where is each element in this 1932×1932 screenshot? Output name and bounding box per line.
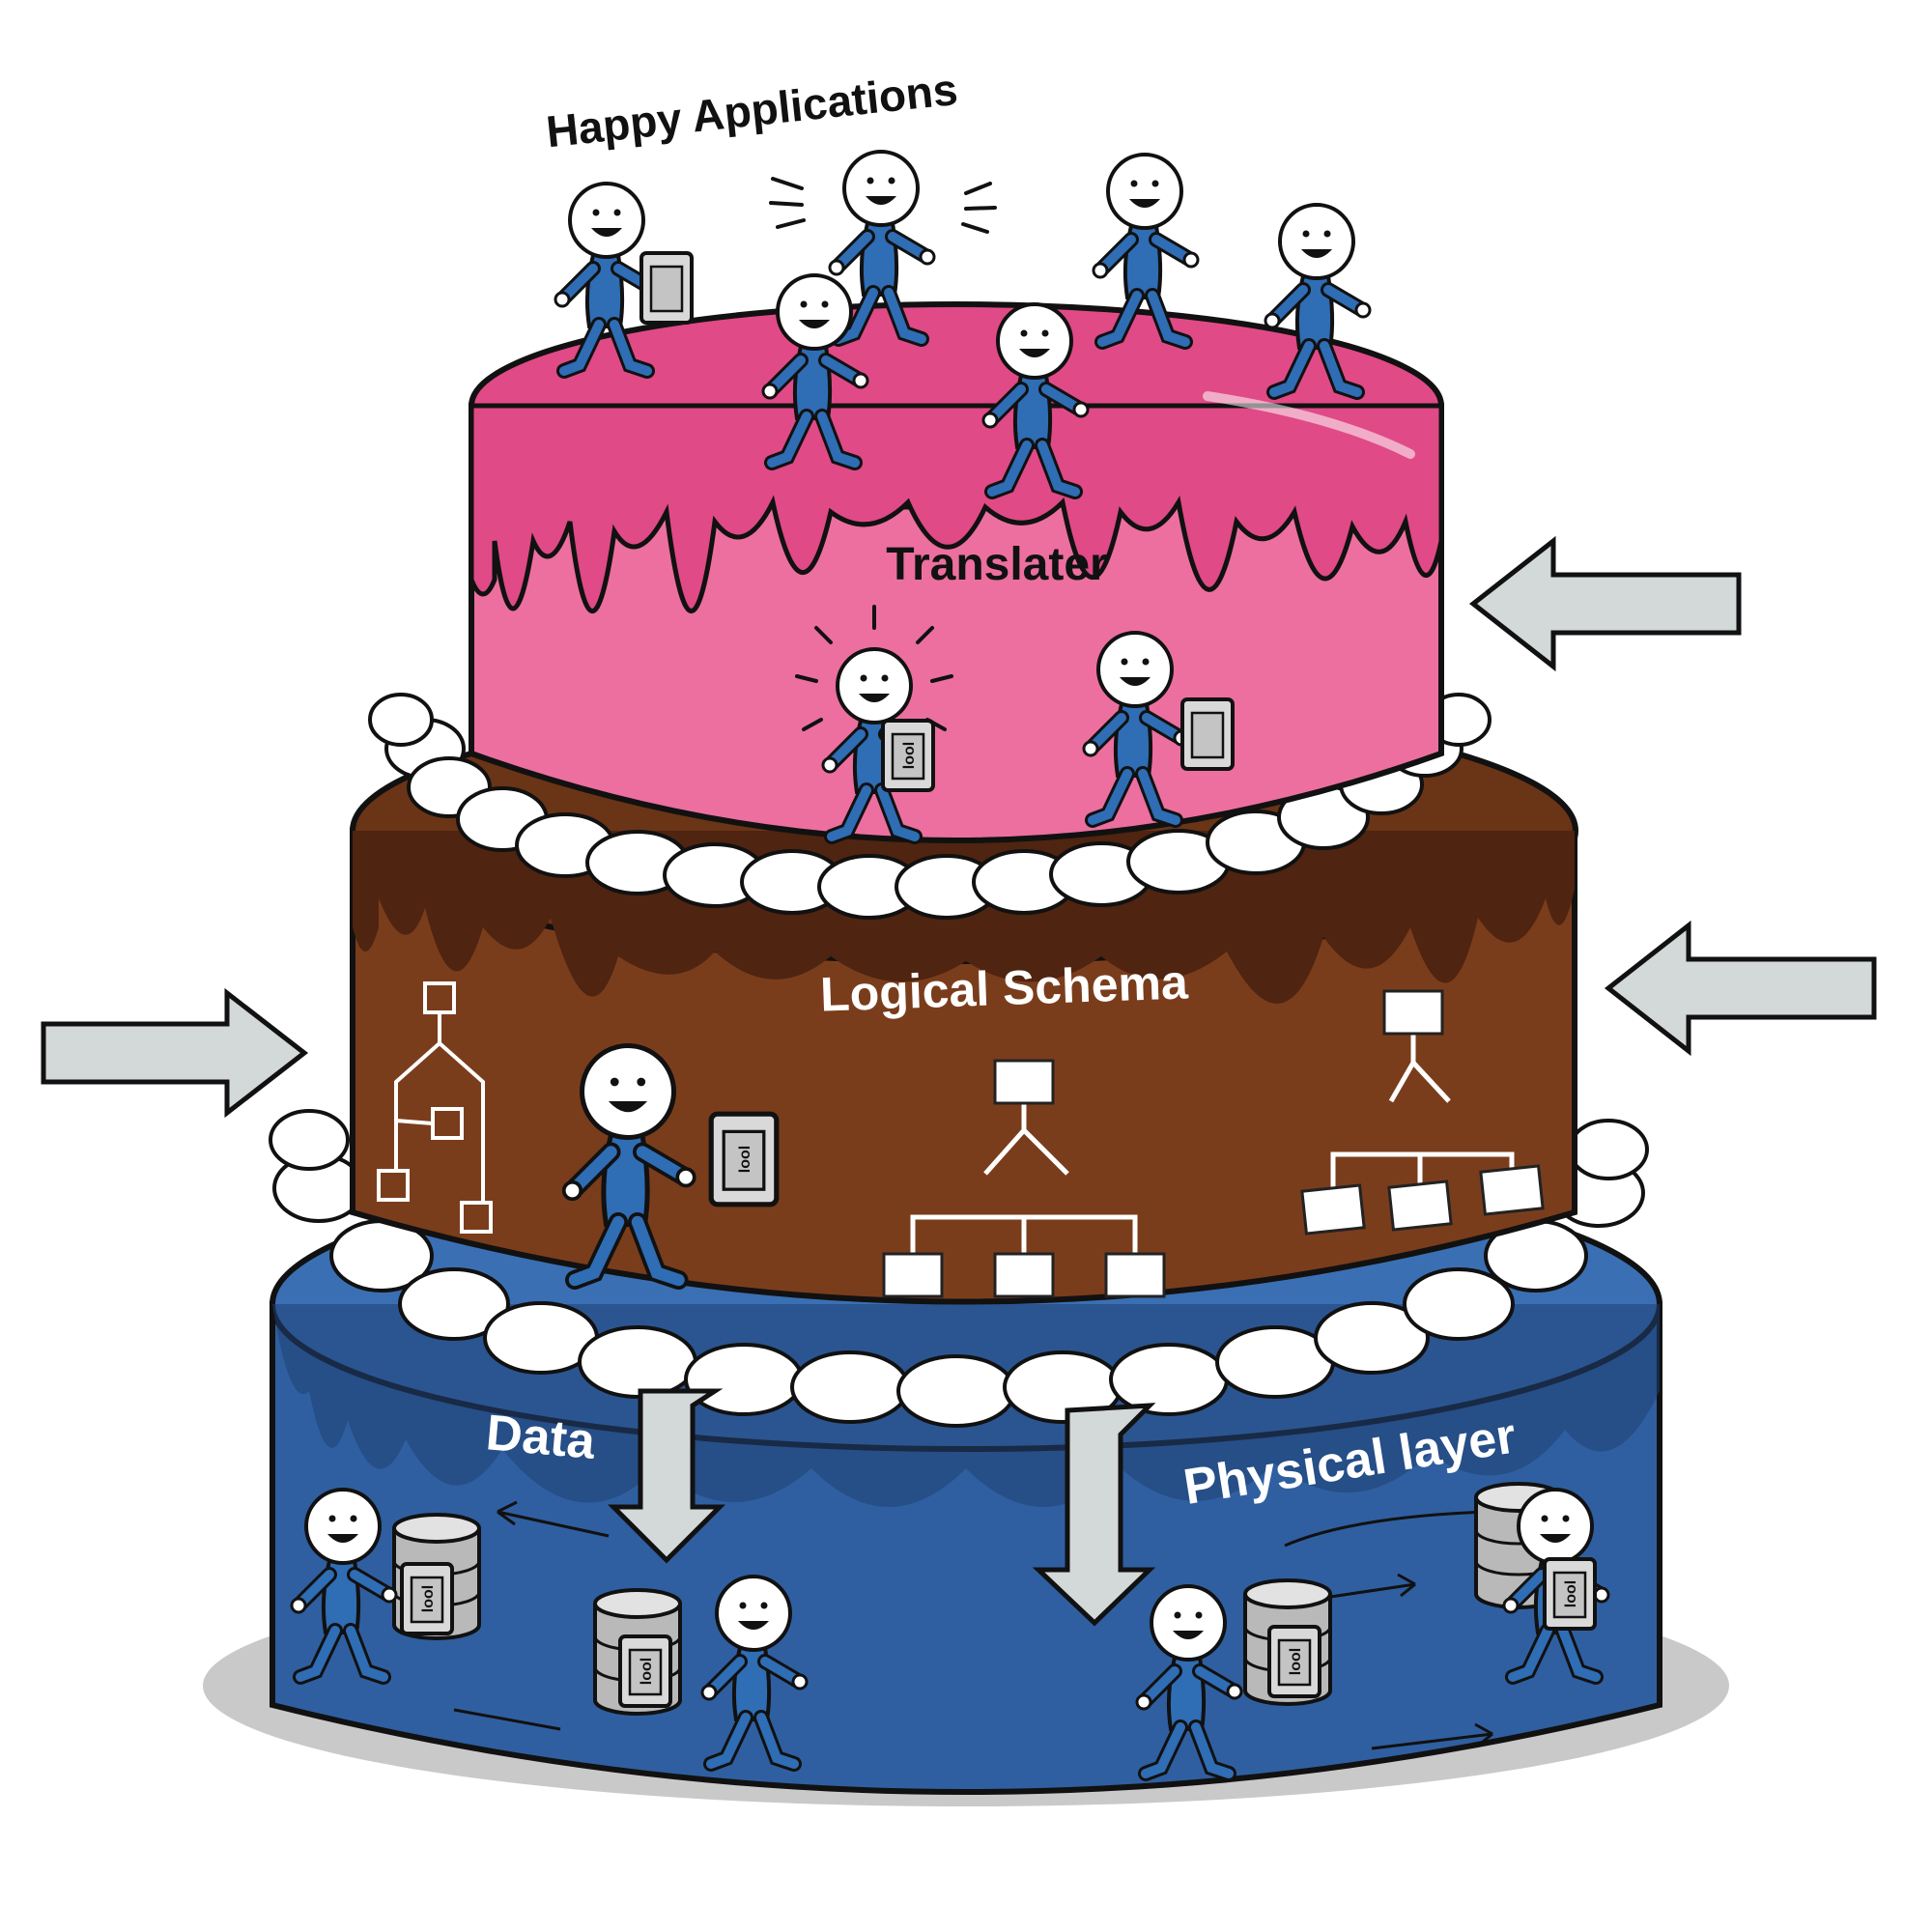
doc-glyph: lool	[639, 1658, 655, 1685]
excitement-lines	[769, 177, 997, 234]
doc-glyph: lool	[901, 742, 918, 769]
data-label: Data	[484, 1405, 598, 1470]
arrow-left-logical	[41, 987, 309, 1119]
arrow-down-left	[607, 1388, 726, 1564]
arrow-right-translater	[1468, 535, 1742, 672]
translator-glow-lines	[795, 605, 953, 731]
doc-glyph: lool	[1563, 1580, 1579, 1607]
doc-glyph: lool	[420, 1585, 437, 1612]
arrow-down-right	[1032, 1403, 1156, 1627]
doc-glyph: lool	[1288, 1648, 1304, 1675]
cream-ring-lower	[269, 1109, 1649, 1428]
cream-ring-upper	[368, 693, 1492, 920]
arrow-right-logical	[1604, 920, 1877, 1057]
translater-label: Translater	[886, 539, 1107, 590]
tree-diagram-left	[377, 981, 493, 1234]
tree-diagram-right	[1300, 989, 1545, 1236]
happy-applications-label: Happy Applications	[544, 64, 960, 156]
flow-arrows	[453, 1500, 1493, 1750]
tree-diagram-center	[882, 1059, 1166, 1298]
doc-glyph: lool	[737, 1146, 753, 1173]
logical-schema-label: Logical Schema	[819, 954, 1190, 1021]
